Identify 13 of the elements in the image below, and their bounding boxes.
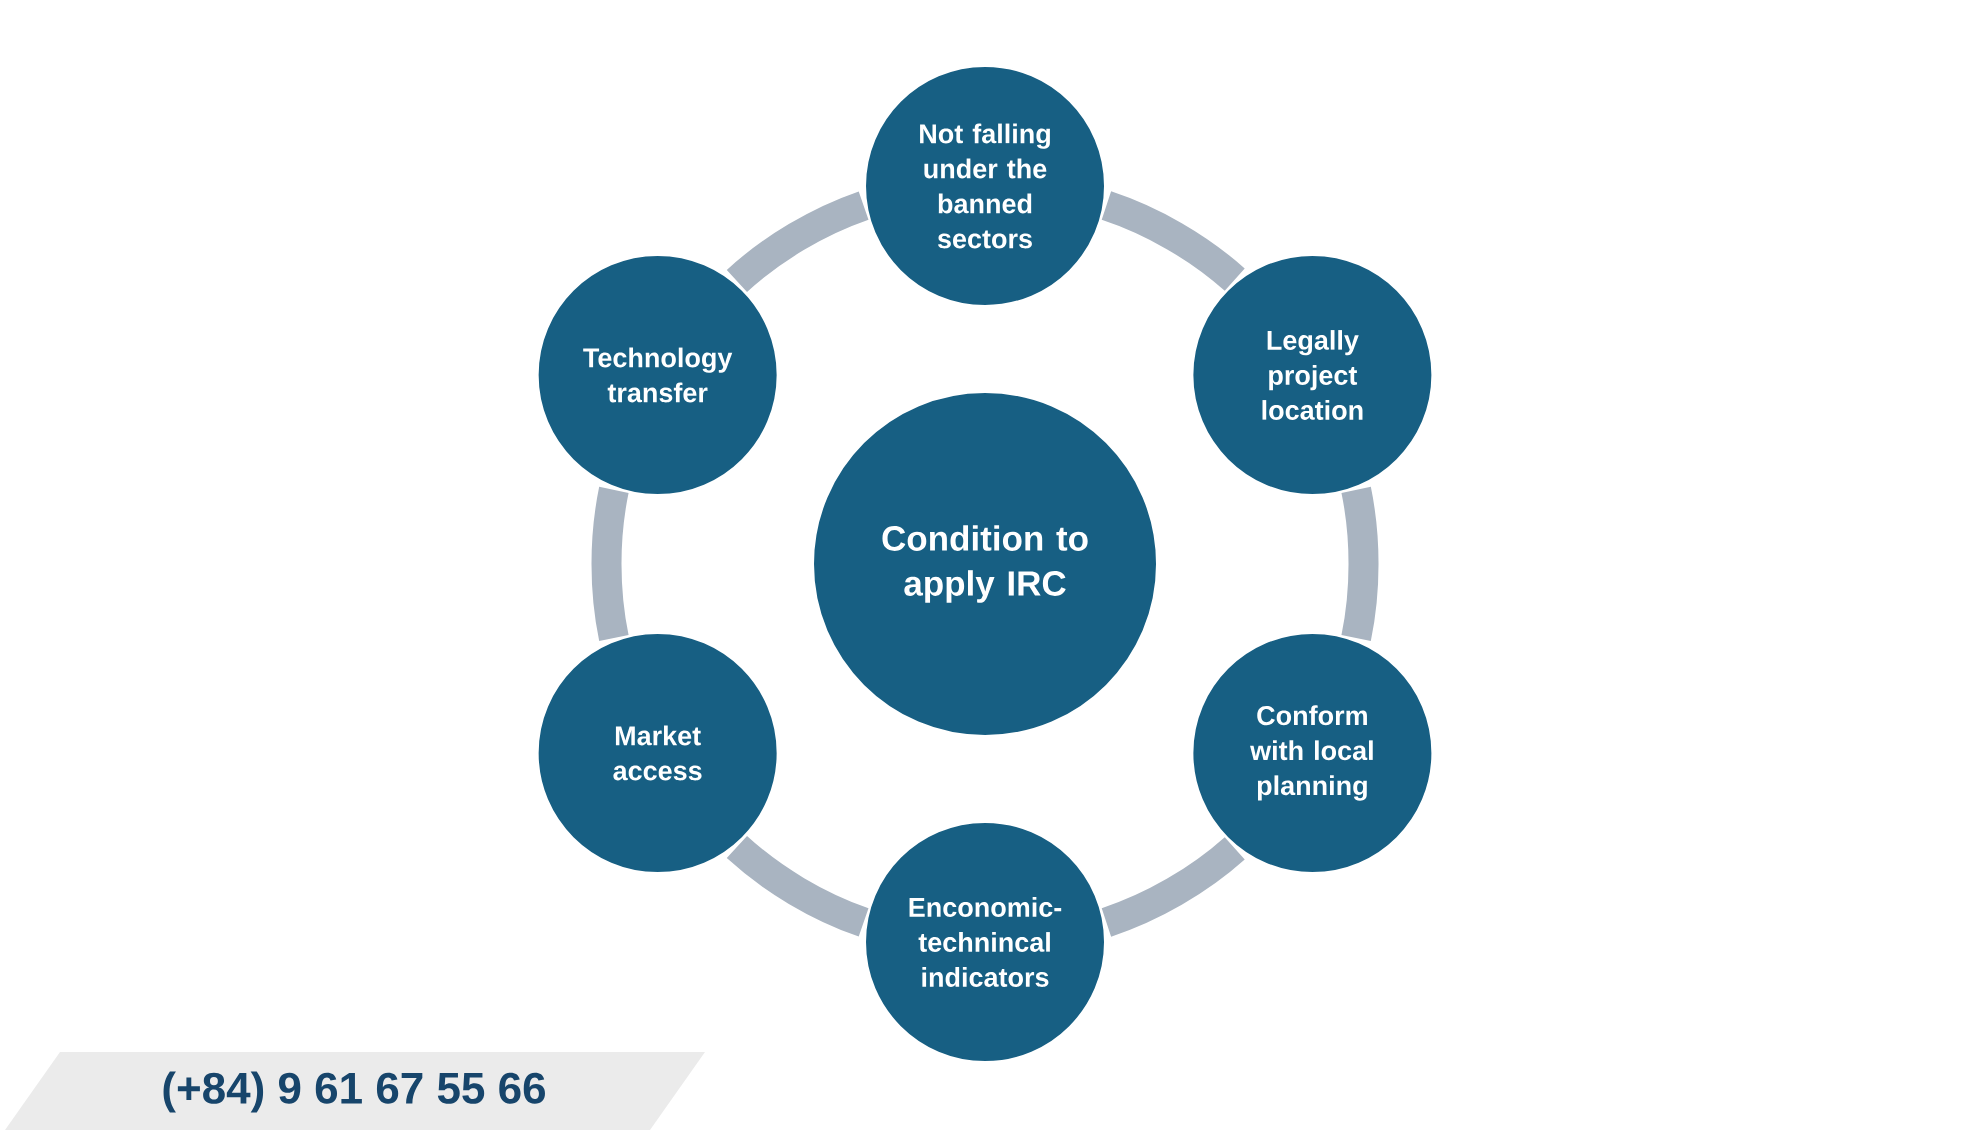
- ring-arc: [726, 835, 869, 937]
- circle-node: Not falling under the banned sectors: [864, 65, 1106, 307]
- circle-node: Legally project location: [1191, 254, 1434, 496]
- contact-banner: (+84) 9 61 67 55 66: [5, 1052, 705, 1130]
- ring-arc: [1101, 837, 1245, 937]
- circle-node: Market access: [536, 632, 779, 874]
- ring-arc: [591, 487, 629, 641]
- ring-arc: [1341, 487, 1379, 641]
- circle-node: Enconomic-technincal indicators: [864, 821, 1106, 1063]
- ring-arc: [1101, 191, 1245, 291]
- ring-arc: [727, 191, 869, 293]
- circle-node: Technology transfer: [536, 254, 779, 496]
- circle-node: Conform with local planning: [1191, 632, 1434, 874]
